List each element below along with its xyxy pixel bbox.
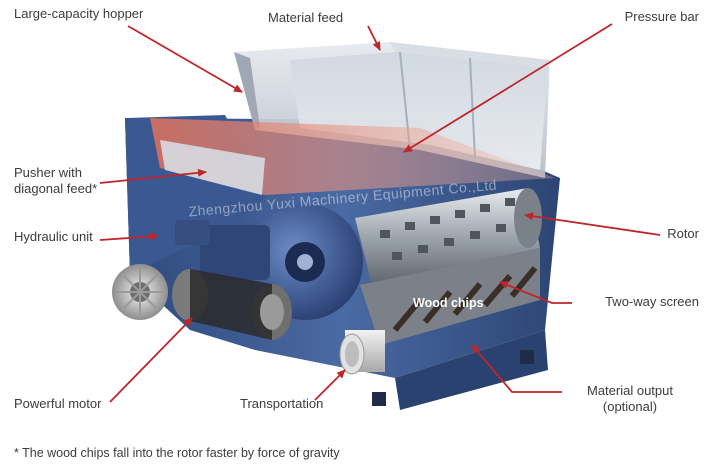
- arrow-hopper: [127, 25, 243, 93]
- label-output-line1: Material output: [587, 383, 673, 398]
- callout-arrows: [99, 23, 661, 403]
- label-two-way-screen: Two-way screen: [605, 294, 699, 309]
- arrow-transport: [314, 369, 346, 401]
- footnote: * The wood chips fall into the rotor fas…: [14, 446, 340, 460]
- fan: [112, 264, 168, 320]
- discharge-pipe: [339, 330, 385, 375]
- label-pusher-line2: diagonal feed*: [14, 181, 98, 196]
- arrow-motor: [109, 317, 193, 403]
- arrow-hydraulic: [99, 232, 159, 241]
- label-pusher-line1: Pusher with: [14, 165, 82, 180]
- arrow-screen: [499, 281, 572, 304]
- label-material-feed: Material feed: [268, 10, 344, 25]
- label-rotor: Rotor: [667, 226, 699, 241]
- label-wood-chips: Wood chips: [413, 296, 484, 310]
- label-hopper: Large-capacity hopper: [14, 6, 144, 21]
- hopper: [150, 42, 555, 195]
- arrow-pusher: [99, 168, 207, 184]
- label-pressure-bar: Pressure bar: [624, 9, 699, 24]
- label-transportation: Transportation: [240, 396, 324, 411]
- label-powerful-motor: Powerful motor: [14, 396, 102, 411]
- arrow-feed: [367, 25, 381, 51]
- label-output-line2: (optional): [602, 399, 658, 414]
- label-hydraulic-unit: Hydraulic unit: [14, 229, 93, 244]
- arrow-output: [471, 344, 562, 393]
- belt-drive: [172, 269, 292, 340]
- screen-area: [360, 248, 540, 345]
- arrow-pressure-bar: [403, 23, 613, 153]
- arrow-rotor: [524, 212, 661, 236]
